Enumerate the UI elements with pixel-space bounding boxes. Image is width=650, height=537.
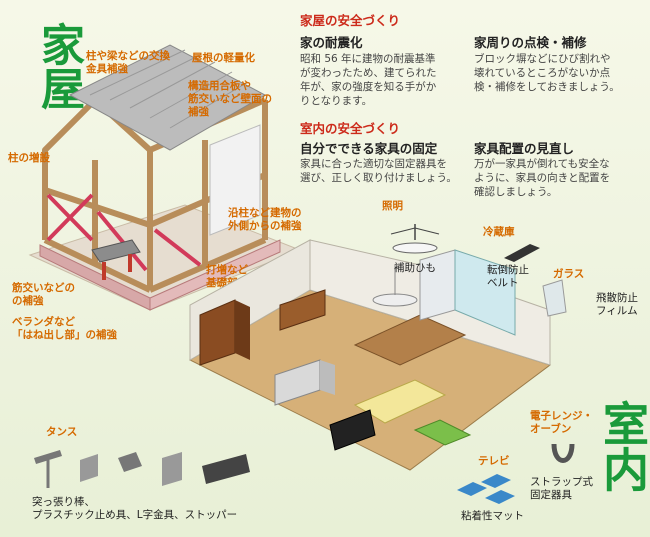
chest-fixtures-icon (34, 450, 250, 488)
label-fridge: 冷蔵庫 (483, 226, 515, 238)
indoor-title: 室内 (596, 400, 650, 492)
label-strap: ストラップ式 固定器具 (530, 476, 593, 501)
label-pillar-add: 柱の増設 (8, 152, 50, 164)
item-layout-body: 万が一家具が倒れても安全な ように、家具の向きと配置を 確認しましょう。 (474, 158, 611, 198)
label-tip-belt: 転倒防止 ベルト (487, 264, 529, 289)
strap-fixture-icon (551, 443, 575, 463)
section-indoor-safety: 室内の安全づくり (300, 121, 401, 136)
adhesive-mat-icon (457, 474, 515, 504)
label-brace: 筋交いなどの の補強 (12, 282, 75, 307)
label-pillar-beam: 柱や梁などの交換 金具補強 (86, 50, 170, 75)
label-glass: ガラス (553, 268, 585, 280)
item-fix-body: 家具に合った適切な固定器具を 選び、正しく取り付けましょう。 (300, 158, 457, 184)
section-house-safety: 家屋の安全づくり (300, 13, 401, 28)
item-seismic-body: 昭和 56 年に建物の耐震基準 が変わったため、建てられた 年が、家の強度を知る… (300, 53, 437, 107)
room-illustration (188, 239, 552, 471)
house-frame-illustration (28, 44, 302, 311)
glass-film-icon (542, 279, 567, 317)
label-aux-string: 補助ひも (394, 262, 436, 274)
label-structural-plywood: 構造用合板や 筋交いなど壁面の 補強 (188, 80, 272, 118)
label-mat: 粘着性マット (461, 510, 524, 522)
item-inspection-body: ブロック塀などにひび割れや 壊れているところがないか点 検・補修をしておきましょ… (474, 53, 620, 93)
lamp-detail-icon (390, 224, 440, 254)
label-exterior: 沿柱など建物の 外側からの補強 (228, 207, 302, 232)
item-layout-title: 家具配置の見直し (474, 141, 575, 156)
label-film: 飛散防止 フィルム (596, 292, 638, 317)
label-tv: テレビ (478, 455, 510, 467)
item-seismic-title: 家の耐震化 (300, 35, 363, 50)
label-chest-fixtures: 突っ張り棒、 プラスチック止め具、L字金具、ストッパー (32, 496, 238, 521)
label-veranda: ベランダなど 「はね出し部」の補強 (12, 316, 117, 341)
item-fix-title: 自分でできる家具の固定 (300, 141, 438, 156)
label-lighting: 照明 (382, 200, 403, 212)
label-microwave: 電子レンジ・ オーブン (530, 410, 593, 435)
label-roof-light: 屋根の軽量化 (192, 52, 255, 64)
label-chest: タンス (46, 426, 78, 438)
tip-belt-icon (504, 244, 540, 262)
item-inspection-title: 家周りの点検・補修 (474, 35, 587, 50)
